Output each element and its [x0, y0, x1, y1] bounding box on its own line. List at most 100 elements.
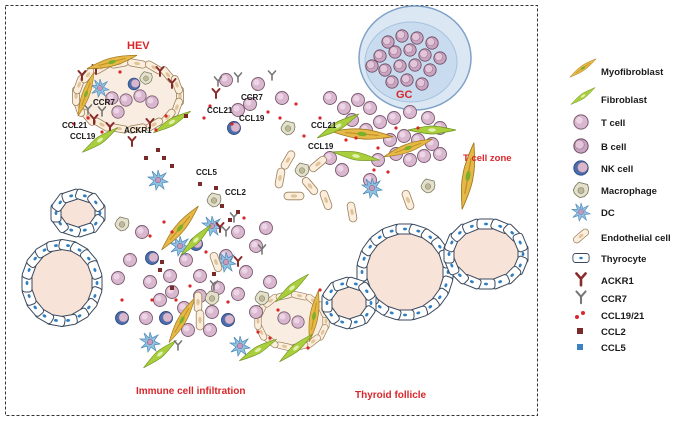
- label-ccl19-hev: CCL19: [70, 132, 96, 141]
- legend-tcell-icon: [573, 114, 589, 130]
- ccr7-receptor: [233, 72, 243, 83]
- legend-tcell-label: T cell: [601, 118, 625, 129]
- lower-hev-t-cell: [277, 311, 291, 325]
- ccl19-21-dot: [208, 104, 212, 108]
- label-ccl19-mid: CCL19: [239, 114, 265, 123]
- dendritic-cell: [139, 331, 161, 353]
- ccl2-square: [236, 210, 240, 214]
- legend-ccl2-icon: [577, 328, 583, 334]
- t-cell: [143, 275, 157, 289]
- ccl19-21-dot: [148, 234, 152, 238]
- gc-b-cell: [393, 59, 407, 73]
- ccl19-21-dot: [204, 250, 208, 254]
- gc-b-cell: [373, 49, 387, 63]
- ccl19-21-dot: [302, 134, 306, 138]
- ccr7-receptor: [267, 70, 277, 81]
- legend-fibroblast-icon: [569, 85, 597, 107]
- legend-ccl5-icon: [577, 344, 583, 350]
- germinal-center: [358, 5, 472, 111]
- follicle-colloid: [332, 288, 366, 318]
- t-cell: [403, 105, 417, 119]
- legend-dc-label: DC: [601, 208, 615, 219]
- t-cell: [249, 305, 263, 319]
- t-cell: [249, 239, 263, 253]
- label-t-cell-zone: T cell zone: [463, 153, 512, 164]
- ccl2-square: [198, 182, 202, 186]
- label-thyroid-follicle: Thyroid follicle: [355, 390, 427, 401]
- t-cell: [179, 253, 193, 267]
- t-cell: [363, 101, 377, 115]
- dendritic-cell: [147, 169, 169, 191]
- t-cell: [351, 93, 365, 107]
- gc-b-cell: [388, 45, 402, 59]
- t-cell: [205, 305, 219, 319]
- t-cell: [259, 221, 273, 235]
- ccl19-21-dot: [354, 136, 358, 140]
- t-cell: [251, 77, 265, 91]
- t-cell: [263, 275, 277, 289]
- ccr7-receptor: [173, 340, 183, 351]
- t-cell: [135, 225, 149, 239]
- endothelial-cell: [300, 175, 320, 197]
- legend-myofibroblast-label: Myofibroblast: [601, 67, 664, 78]
- t-cell: [403, 153, 417, 167]
- ccl2-square: [212, 272, 216, 276]
- legend-ackr1-label: ACKR1: [601, 276, 634, 287]
- ccl2-square: [144, 156, 148, 160]
- label-ccr7-mid: CCR7: [241, 93, 263, 102]
- t-cell: [397, 129, 411, 143]
- legend-dc-icon: [571, 202, 591, 222]
- hev-t-cell: [133, 89, 147, 103]
- macrophage-cell: [206, 192, 222, 208]
- tissue-frame: [5, 5, 538, 416]
- ccl19-21-dot: [376, 146, 380, 150]
- legend-nkcell-icon: [573, 160, 589, 176]
- gc-b-cell: [425, 36, 439, 50]
- t-cell: [231, 287, 245, 301]
- legend-bcell-label: B cell: [601, 142, 626, 153]
- label-ccl21-mid: CCL21: [207, 106, 233, 115]
- label-ackr1: ACKR1: [124, 126, 152, 135]
- ccl2-square: [160, 260, 164, 264]
- gc-b-cell: [378, 63, 392, 77]
- nk-cell: [159, 311, 173, 325]
- ccl2-square: [228, 218, 232, 222]
- t-cell: [153, 293, 167, 307]
- ccl19-21-dot: [230, 122, 234, 126]
- ccl19-21-dot: [72, 122, 76, 126]
- endothelial-cell: [279, 148, 297, 172]
- t-cell: [417, 149, 431, 163]
- follicle-colloid: [454, 229, 518, 279]
- ccl19-21-dot: [188, 284, 192, 288]
- t-cell: [421, 111, 435, 125]
- ccl19-21-dot: [278, 116, 282, 120]
- macrophage-cell: [114, 216, 130, 232]
- endothelial-cell: [195, 309, 205, 331]
- t-cell: [275, 91, 289, 105]
- fibroblast-cell: [407, 125, 457, 135]
- nk-cell: [145, 251, 159, 265]
- gc-b-cell: [395, 29, 409, 43]
- ccl19-21-dot: [386, 170, 390, 174]
- t-cell: [231, 225, 245, 239]
- legend-ackr1-icon: [575, 272, 587, 287]
- gc-b-cell: [423, 63, 437, 77]
- ccl19-21-dot: [86, 116, 90, 120]
- label-hev: HEV: [127, 40, 150, 52]
- label-ccl5: CCL5: [196, 168, 217, 177]
- ackr1-receptor: [127, 136, 137, 147]
- legend-ccl1921-icon: [575, 311, 585, 319]
- label-ccl2: CCL2: [225, 188, 246, 197]
- label-gc: GC: [396, 89, 413, 101]
- ccl19-21-dot: [318, 288, 322, 292]
- legend-nkcell-label: NK cell: [601, 164, 633, 175]
- ackr1-receptor: [211, 88, 221, 99]
- ccl2-square: [158, 268, 162, 272]
- legend-myofibroblast-icon: [568, 56, 598, 80]
- t-cell: [433, 147, 447, 161]
- ccl19-21-dot: [174, 298, 178, 302]
- ccl19-21-dot: [164, 114, 168, 118]
- ccl19-21-dot: [170, 230, 174, 234]
- follicle-colloid: [32, 250, 92, 316]
